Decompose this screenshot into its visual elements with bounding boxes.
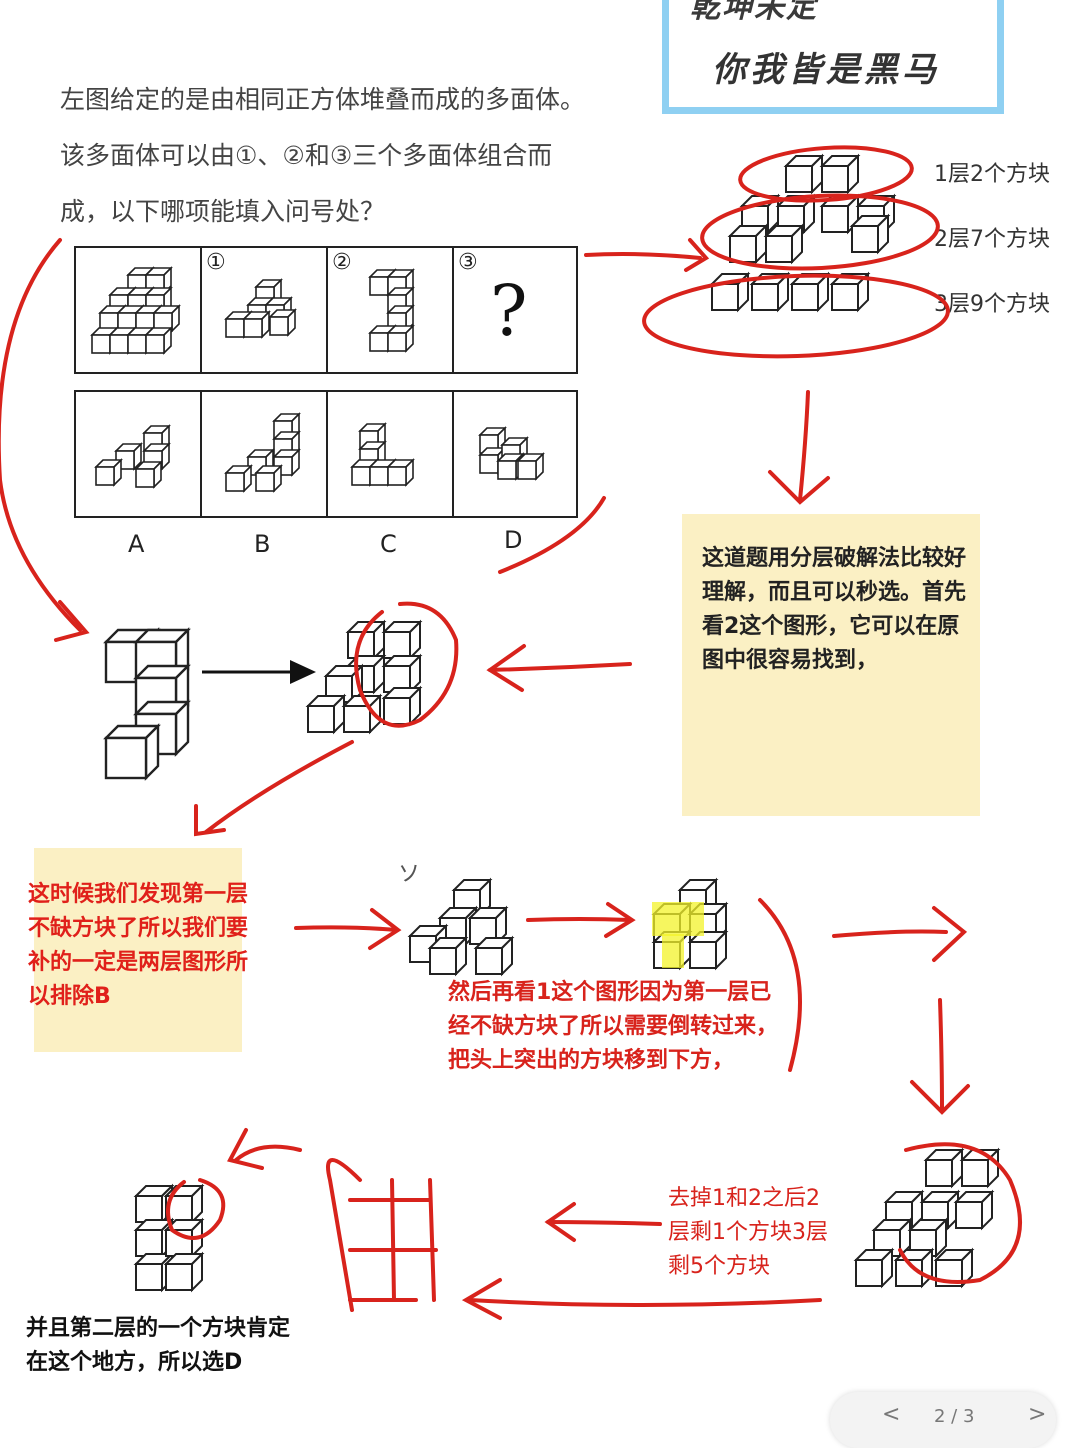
next-page-icon[interactable]: >	[1028, 1402, 1047, 1427]
piece-3-cell: ③?	[452, 246, 578, 374]
method-note-text: 这道题用分层破解法比较好理解，而且可以秒选。首先看2这个图形，它可以在原图中很容…	[702, 546, 967, 673]
given-polyhedron-figure	[91, 267, 180, 354]
highlighted-figure	[652, 879, 727, 969]
layer-3-label: 3层9个方块	[934, 292, 1050, 317]
question-mark: ?	[490, 270, 528, 352]
page-indicator: 2 / 3	[934, 1406, 975, 1427]
title-banner	[662, 0, 1004, 114]
exclude-b-note-text: 这时候我们发现第一层不缺方块了所以我们要补的一定是两层图形所以排除B	[28, 882, 249, 1009]
remaining-blocks-note: 去掉1和2之后2层剩1个方块3层剩5个方块	[668, 1186, 828, 1279]
question-text: 左图给定的是由相同正方体堆叠而成的多面体。该多面体可以由①、②和③三个多面体组合…	[60, 85, 586, 226]
option-c-figure	[351, 423, 414, 486]
option-c-label: C	[380, 530, 397, 558]
page-navigator: < 2 / 3 >	[830, 1392, 1056, 1448]
layer-1-label: 1层2个方块	[934, 162, 1050, 187]
layer-2-label: 2层7个方块	[934, 227, 1050, 252]
piece-2-large-figure	[104, 628, 190, 780]
piece-1-middle-figure	[409, 879, 513, 975]
method-note	[682, 514, 980, 816]
conclusion-note: 并且第二层的一个方块肯定在这个地方，所以选D	[26, 1316, 291, 1375]
option-a-label: A	[128, 530, 145, 558]
black-arrow-head	[290, 660, 316, 684]
option-b-label: B	[254, 530, 271, 558]
combined-figure	[307, 621, 421, 733]
option-c-cell[interactable]	[326, 390, 454, 518]
exclude-b-note	[34, 848, 242, 1052]
red-pen-annotations	[0, 145, 1022, 1320]
option-b-figure	[225, 413, 300, 492]
cell-number: ①	[206, 250, 226, 275]
piece-2-figure	[369, 269, 414, 352]
option-d-label: D	[504, 526, 523, 554]
cell-number: ②	[332, 250, 352, 275]
piece-1-figure	[225, 279, 296, 338]
cell-number: ③	[458, 250, 478, 275]
remaining-figure	[855, 1149, 999, 1287]
puzzle-grid: ① ② ③? A B C D	[74, 246, 578, 558]
prev-page-icon[interactable]: <	[882, 1402, 901, 1427]
banner-line-2: 你我皆是黑马	[712, 50, 940, 90]
banner-line-1: 乾坤未定	[690, 0, 818, 25]
option-d-figure	[479, 427, 544, 480]
stray-mark: ソ	[398, 862, 421, 887]
figure-1-note: 然后再看1这个图形因为第一层已经不缺方块了所以需要倒转过来，把头上突出的方块移到…	[448, 980, 779, 1073]
option-a-figure	[95, 425, 170, 488]
